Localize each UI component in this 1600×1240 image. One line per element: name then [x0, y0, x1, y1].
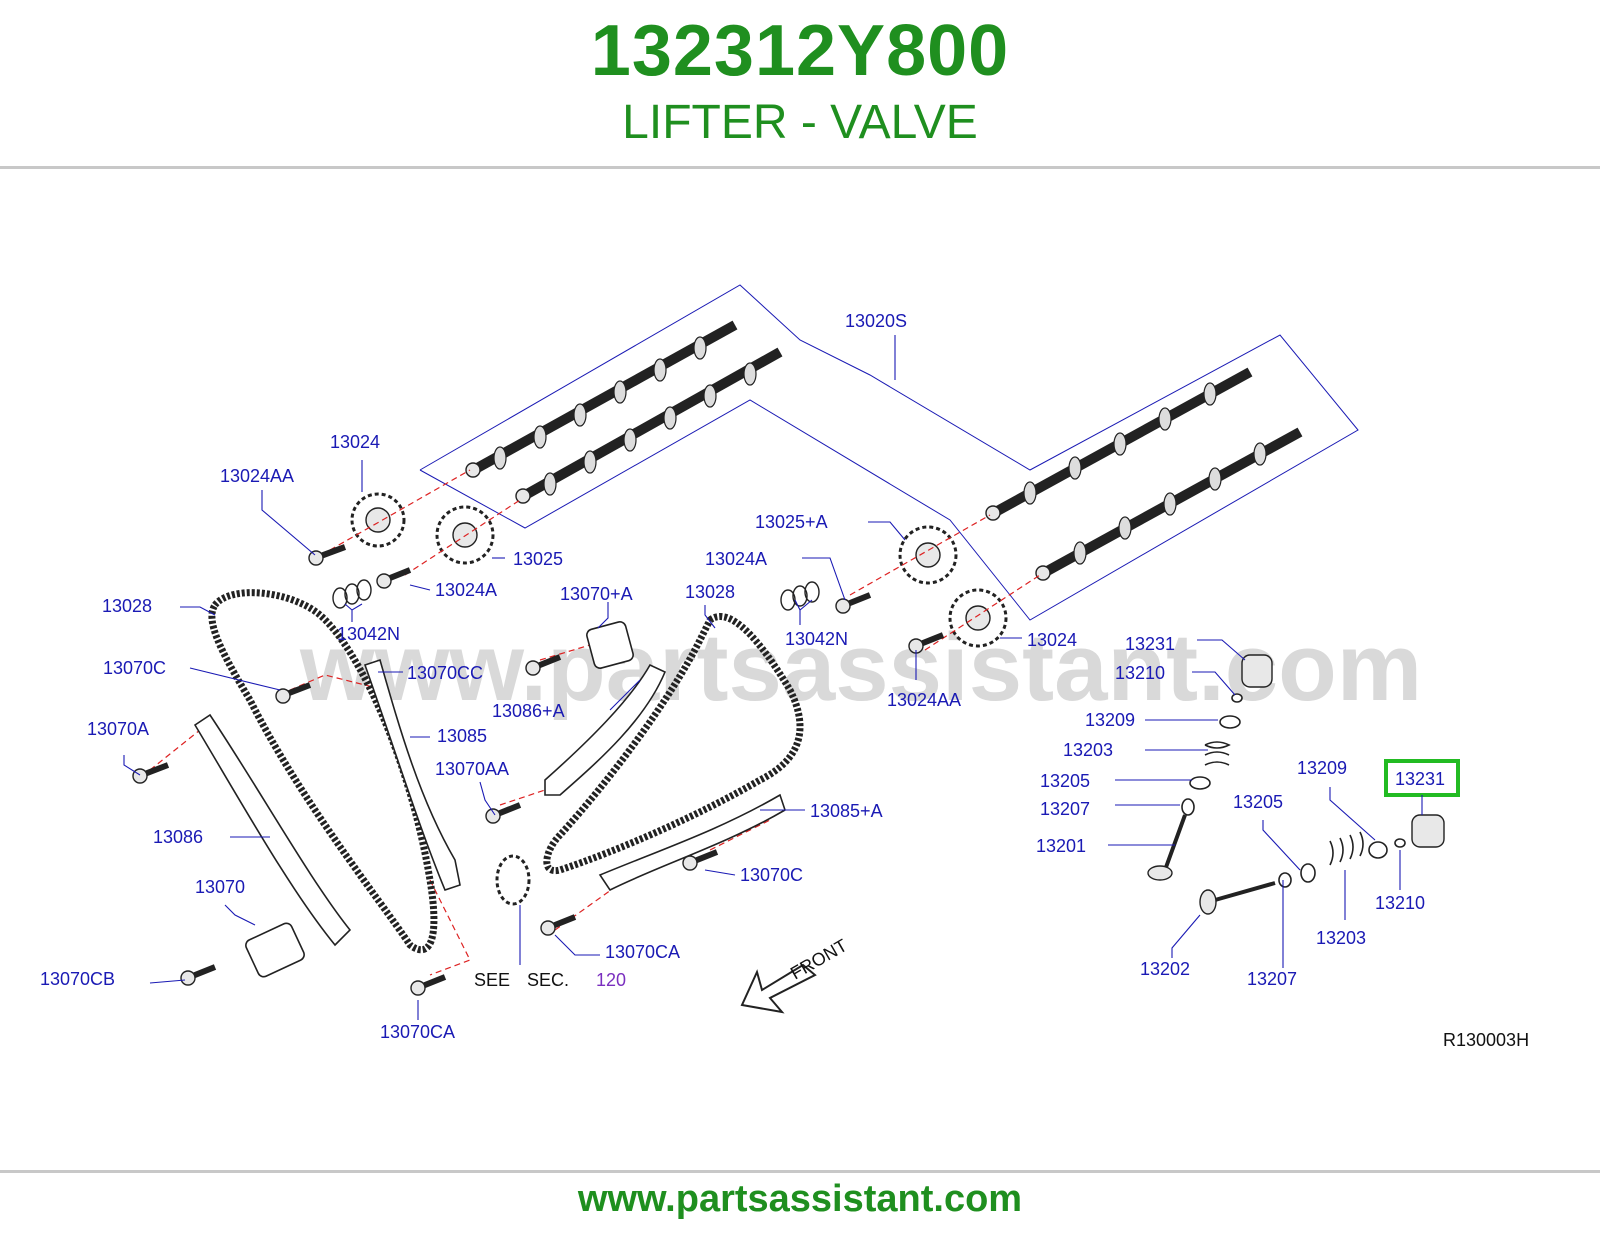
- callout-13024[interactable]: 13024: [330, 432, 380, 452]
- callout-13210-lower[interactable]: 13210: [1375, 893, 1425, 913]
- bolt-set: [132, 544, 945, 996]
- callout-13203-upper[interactable]: 13203: [1063, 740, 1113, 760]
- callout-13231-highlighted[interactable]: 13231: [1395, 769, 1445, 789]
- callout-13203-lower[interactable]: 13203: [1316, 928, 1366, 948]
- callout-13024-right[interactable]: 13024: [1027, 630, 1077, 650]
- leader-lines: [123, 460, 1423, 1020]
- callout-13024AA-right[interactable]: 13024AA: [887, 690, 961, 710]
- camshaft-group-frame: [419, 284, 1359, 621]
- callout-13070plusA[interactable]: 13070+A: [560, 584, 633, 604]
- callout-13025[interactable]: 13025: [513, 549, 563, 569]
- sprocket-left-upper: [350, 492, 406, 548]
- valve-train-upper: [1147, 654, 1273, 881]
- callout-13085A[interactable]: 13085+A: [810, 801, 883, 821]
- callout-13231-upper[interactable]: 13231: [1125, 634, 1175, 654]
- callout-13070C[interactable]: 13070C: [103, 658, 166, 678]
- callout-13205-lower[interactable]: 13205: [1233, 792, 1283, 812]
- tensioner-13070: [245, 922, 305, 978]
- part-number-title: 132312Y800: [590, 11, 1010, 91]
- tensioner-13070A: [586, 621, 634, 669]
- callout-labels: 13020S 13024 13024AA 13025 13024A 13042N…: [40, 311, 1445, 1042]
- oring-set-13042N-left: [332, 579, 372, 609]
- align-line-4: [924, 574, 1041, 651]
- timing-chain-left: [208, 589, 438, 954]
- front-arrow: FRONT: [740, 935, 851, 1014]
- sprocket-left-lower: [435, 505, 495, 565]
- valve-lifter-upper: [1241, 654, 1273, 688]
- callout-13028[interactable]: 13028: [102, 596, 152, 616]
- callout-13210-upper[interactable]: 13210: [1115, 663, 1165, 683]
- valve-lifter-highlighted: [1411, 814, 1445, 848]
- callout-13086A[interactable]: 13086+A: [492, 701, 565, 721]
- callout-13024A[interactable]: 13024A: [435, 580, 497, 600]
- callout-13042N-right[interactable]: 13042N: [785, 629, 848, 649]
- callout-13070CA-left[interactable]: 13070CA: [380, 1022, 455, 1042]
- footer-divider: [0, 1170, 1600, 1173]
- see-label: SEE: [474, 970, 510, 990]
- valve-train-lower: [1199, 814, 1445, 915]
- callout-13070CC[interactable]: 13070CC: [407, 663, 483, 683]
- diagram-reference-code: R130003H: [1443, 1030, 1529, 1050]
- sec-label: SEC.: [527, 970, 569, 990]
- callout-13042N[interactable]: 13042N: [337, 624, 400, 644]
- front-label: FRONT: [787, 935, 851, 983]
- align-line-2: [404, 499, 521, 576]
- callout-13070CB[interactable]: 13070CB: [40, 969, 115, 989]
- callout-13024AA[interactable]: 13024AA: [220, 466, 294, 486]
- chain-guide-13086A: [544, 663, 667, 796]
- footer-website-link[interactable]: www.partsassistant.com: [577, 1178, 1023, 1220]
- chain-guide-13085A: [598, 793, 786, 892]
- callout-13020S[interactable]: 13020S: [845, 311, 907, 331]
- callout-13085[interactable]: 13085: [437, 726, 487, 746]
- chain-guide-13085: [363, 658, 461, 891]
- camshaft-right-bank: [985, 367, 1303, 581]
- camshaft-left-bank: [465, 320, 783, 504]
- align-line-3: [849, 514, 991, 596]
- header-divider: [0, 166, 1600, 169]
- exploded-parts-diagram: www.partsassistant.com: [0, 170, 1600, 1170]
- callout-13207-lower[interactable]: 13207: [1247, 969, 1297, 989]
- callout-13028-right[interactable]: 13028: [685, 582, 735, 602]
- callout-13205-upper[interactable]: 13205: [1040, 771, 1090, 791]
- timing-chain-right: [543, 613, 804, 875]
- crank-sprocket: [495, 854, 531, 906]
- watermark-text: www.partsassistant.com: [299, 614, 1422, 721]
- callout-13070A[interactable]: 13070A: [87, 719, 149, 739]
- callout-13086[interactable]: 13086: [153, 827, 203, 847]
- callout-13025A[interactable]: 13025+A: [755, 512, 828, 532]
- callout-13207-upper[interactable]: 13207: [1040, 799, 1090, 819]
- oring-set-13042N-right: [780, 581, 820, 611]
- align-line-11: [539, 644, 591, 661]
- callout-13070C-right[interactable]: 13070C: [740, 865, 803, 885]
- align-line-5: [149, 729, 201, 771]
- sprocket-right-lower: [948, 588, 1008, 648]
- part-name-subtitle: LIFTER - VALVE: [622, 96, 978, 149]
- callout-13024A-right[interactable]: 13024A: [705, 549, 767, 569]
- callout-13201[interactable]: 13201: [1036, 836, 1086, 856]
- align-line-1: [329, 469, 471, 551]
- callout-13070[interactable]: 13070: [195, 877, 245, 897]
- align-line-8: [499, 789, 546, 806]
- diagram-canvas: www.partsassistant.com: [40, 284, 1529, 1050]
- callout-13202[interactable]: 13202: [1140, 959, 1190, 979]
- align-line-10: [709, 819, 771, 851]
- callout-13209-lower[interactable]: 13209: [1297, 758, 1347, 778]
- page-header: 132312Y800 LIFTER - VALVE: [0, 0, 1600, 168]
- sprocket-right-upper: [898, 525, 958, 585]
- callout-13070AA[interactable]: 13070AA: [435, 759, 509, 779]
- chain-guide-13086: [193, 713, 352, 947]
- callout-13209-upper[interactable]: 13209: [1085, 710, 1135, 730]
- callout-13070CA-right[interactable]: 13070CA: [605, 942, 680, 962]
- section-reference-link[interactable]: 120: [596, 970, 626, 990]
